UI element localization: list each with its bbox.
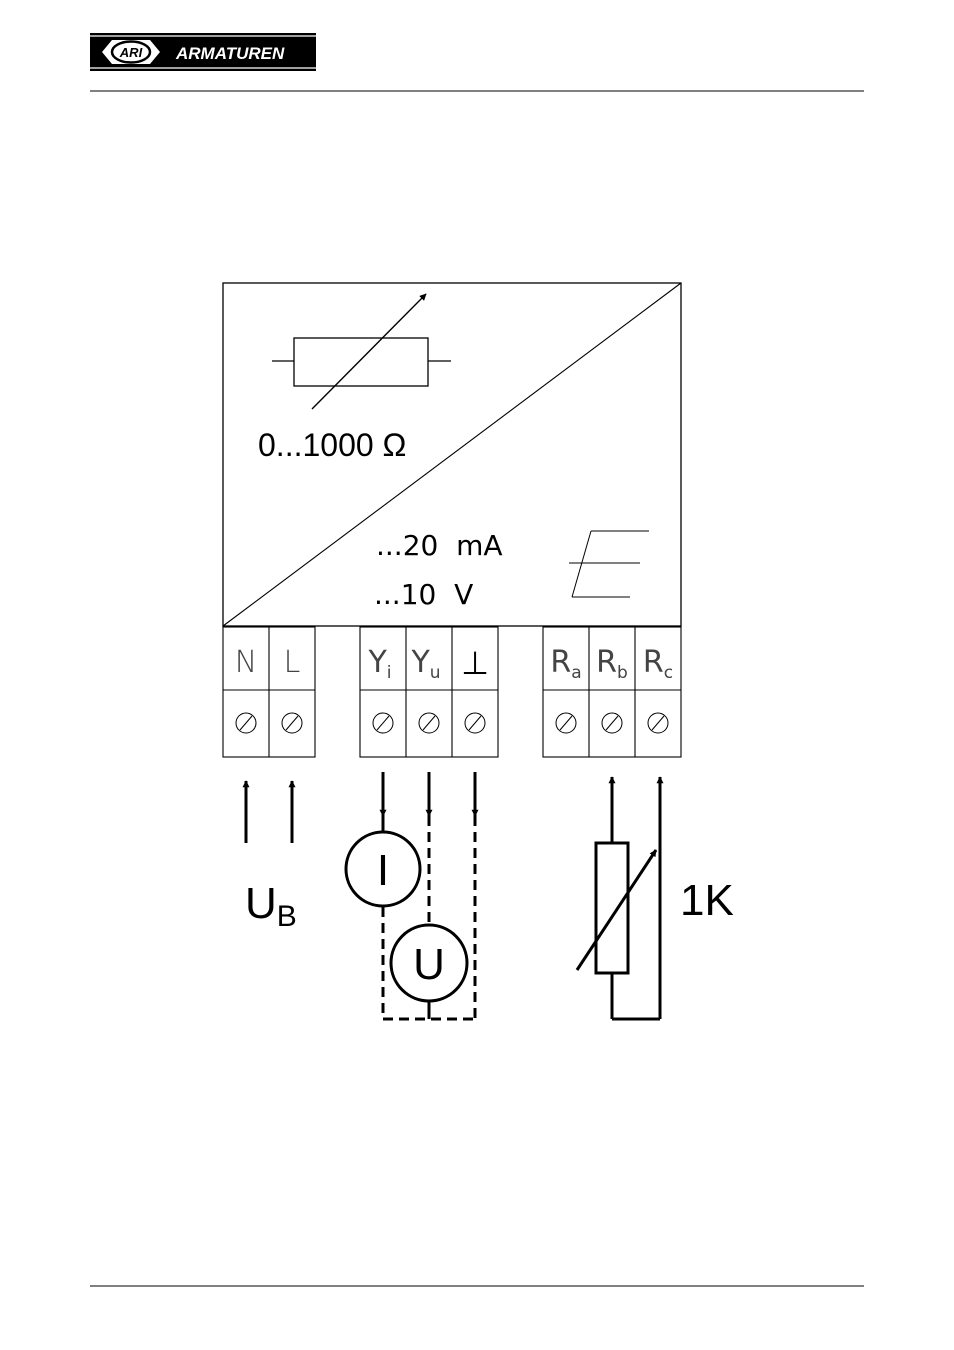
voltage-meter-icon: U: [391, 925, 467, 1001]
screw-terminal-icon[interactable]: [465, 713, 485, 733]
terminal-label-ra: Ra: [550, 645, 581, 683]
voltage-meter-label: U: [413, 940, 445, 989]
ari-armaturen-logo: ARI ARMATUREN: [90, 33, 316, 71]
output-signal-icon: [569, 531, 649, 597]
screw-terminal-icon[interactable]: [419, 713, 439, 733]
current-meter-icon: I: [346, 832, 420, 906]
supply-arrows-icon: [246, 781, 292, 843]
potentiometer-icon: [577, 843, 656, 973]
potentiometer-value-label: 1K: [680, 876, 734, 925]
input-range-label: 0...1000 Ω: [258, 427, 406, 463]
screw-terminal-icon[interactable]: [648, 713, 668, 733]
terminal-label-yu: Yu: [410, 645, 440, 683]
terminal-label-yi: Yi: [367, 645, 391, 683]
screw-terminal-icon[interactable]: [556, 713, 576, 733]
terminal-block-output: Yi Yu ⊥: [360, 627, 498, 757]
terminal-label-ground: ⊥: [461, 645, 489, 681]
output-current-range: ...20 mA: [376, 529, 503, 562]
screw-terminal-icon[interactable]: [602, 713, 622, 733]
current-meter-label: I: [377, 846, 389, 895]
terminal-label-n: N: [235, 645, 257, 680]
terminal-block-power: N L: [223, 627, 315, 757]
logo-wordmark: ARMATUREN: [175, 44, 285, 63]
terminal-block-resistor: Ra Rb Rc: [543, 627, 681, 757]
terminal-label-rc: Rc: [643, 645, 673, 683]
output-voltage-range: ...10 V: [374, 578, 473, 611]
screw-terminal-icon[interactable]: [373, 713, 393, 733]
screw-terminal-icon[interactable]: [236, 713, 256, 733]
supply-voltage-label: UB: [245, 879, 297, 933]
input-variable-resistor-icon: [272, 294, 451, 409]
terminal-label-l: L: [284, 645, 301, 680]
terminal-label-rb: Rb: [596, 645, 628, 683]
screw-terminal-icon[interactable]: [282, 713, 302, 733]
logo-emblem-text: ARI: [119, 45, 143, 60]
